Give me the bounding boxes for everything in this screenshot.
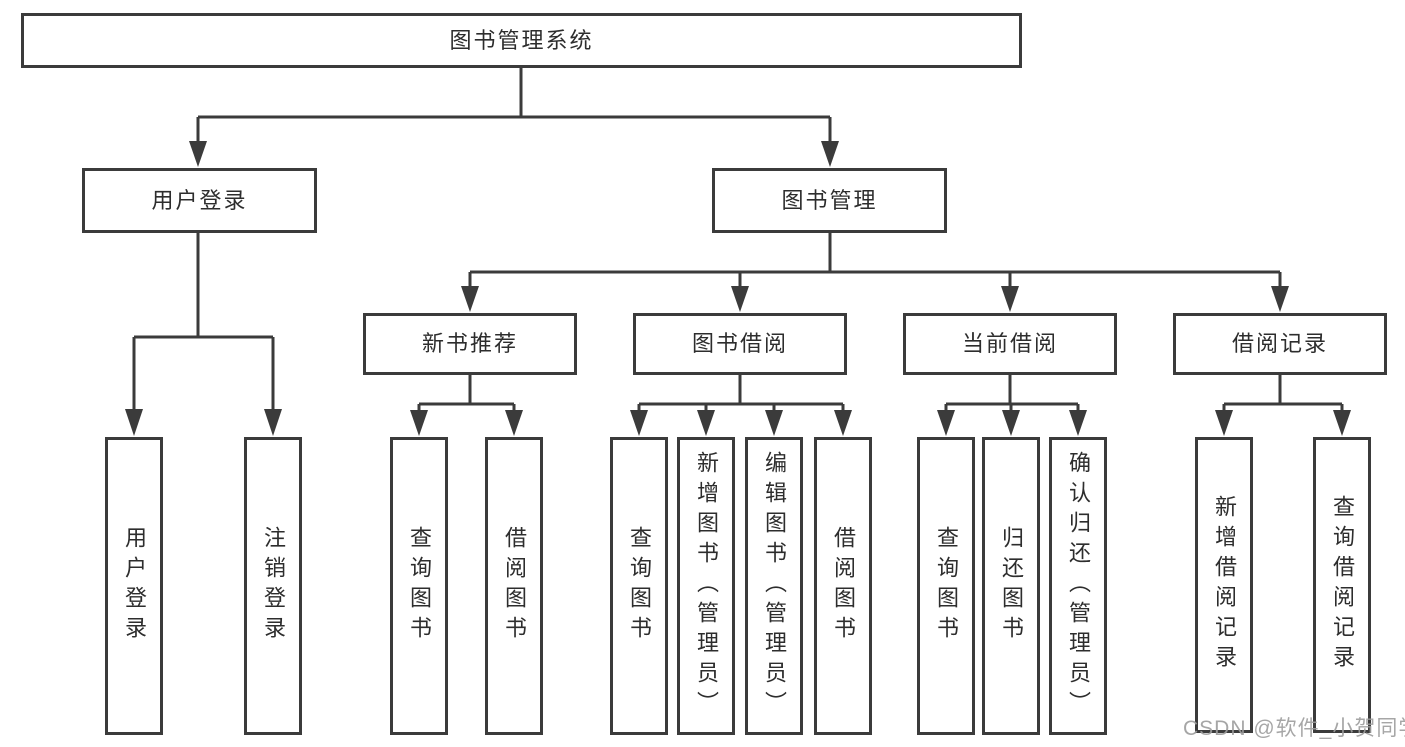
leaf-logout-label: 注销登录 [261, 526, 286, 646]
node-current-borrow: 当前借阅 [903, 313, 1117, 375]
leaf-add-books-admin: 新增图书（管理员） [677, 437, 735, 735]
leaf-borrow-books-borrow: 借阅图书 [814, 437, 872, 735]
node-book-borrow-label: 图书借阅 [691, 331, 788, 356]
leaf-query-books-recommend: 查询图书 [390, 437, 448, 735]
leaf-user-login-label: 用户登录 [122, 526, 147, 646]
leaf-add-borrow-record-label: 新增借阅记录 [1212, 495, 1237, 675]
leaf-borrow-books-recommend-label: 借阅图书 [502, 526, 527, 646]
watermark: CSDN @软件_小贺同学 [1183, 717, 1405, 740]
leaf-borrow-books-borrow-label: 借阅图书 [831, 526, 856, 646]
connector-book-management-to-level3 [461, 233, 1289, 312]
leaf-query-books-recommend-label: 查询图书 [407, 526, 432, 646]
node-root: 图书管理系统 [21, 13, 1022, 68]
connector-book-borrow-to-leaves [630, 375, 852, 436]
leaf-return-books: 归还图书 [982, 437, 1040, 735]
leaf-return-books-label: 归还图书 [999, 526, 1024, 646]
node-new-book-recommend: 新书推荐 [363, 313, 577, 375]
leaf-add-borrow-record: 新增借阅记录 [1195, 437, 1253, 733]
leaf-confirm-return-admin-label: 确认归还（管理员） [1066, 451, 1091, 721]
leaf-edit-books-admin-label: 编辑图书（管理员） [762, 451, 787, 721]
node-borrow-records: 借阅记录 [1173, 313, 1387, 375]
node-borrow-records-label: 借阅记录 [1231, 331, 1328, 356]
leaf-logout: 注销登录 [244, 437, 302, 735]
node-new-book-recommend-label: 新书推荐 [421, 331, 518, 356]
leaf-user-login: 用户登录 [105, 437, 163, 735]
connector-borrow-records-to-leaves [1215, 375, 1351, 436]
connector-new-book-recommend-to-leaves [410, 375, 523, 436]
leaf-add-books-admin-label: 新增图书（管理员） [694, 451, 719, 721]
node-book-management: 图书管理 [712, 168, 947, 233]
leaf-query-books-current: 查询图书 [917, 437, 975, 735]
node-root-label: 图书管理系统 [449, 27, 594, 53]
leaf-query-borrow-record: 查询借阅记录 [1313, 437, 1371, 733]
node-book-management-label: 图书管理 [781, 187, 878, 213]
node-user-login-label: 用户登录 [151, 187, 248, 213]
leaf-query-borrow-record-label: 查询借阅记录 [1330, 495, 1355, 675]
leaf-query-books-current-label: 查询图书 [934, 526, 959, 646]
connector-current-borrow-to-leaves [937, 375, 1087, 436]
leaf-confirm-return-admin: 确认归还（管理员） [1049, 437, 1107, 735]
leaf-query-books-borrow: 查询图书 [610, 437, 668, 735]
connector-root-to-level2 [189, 68, 839, 167]
leaf-borrow-books-recommend: 借阅图书 [485, 437, 543, 735]
node-book-borrow: 图书借阅 [633, 313, 847, 375]
leaf-query-books-borrow-label: 查询图书 [627, 526, 652, 646]
node-user-login: 用户登录 [82, 168, 317, 233]
connector-user-login-to-leaves [125, 233, 282, 436]
node-current-borrow-label: 当前借阅 [961, 331, 1058, 356]
leaf-edit-books-admin: 编辑图书（管理员） [745, 437, 803, 735]
